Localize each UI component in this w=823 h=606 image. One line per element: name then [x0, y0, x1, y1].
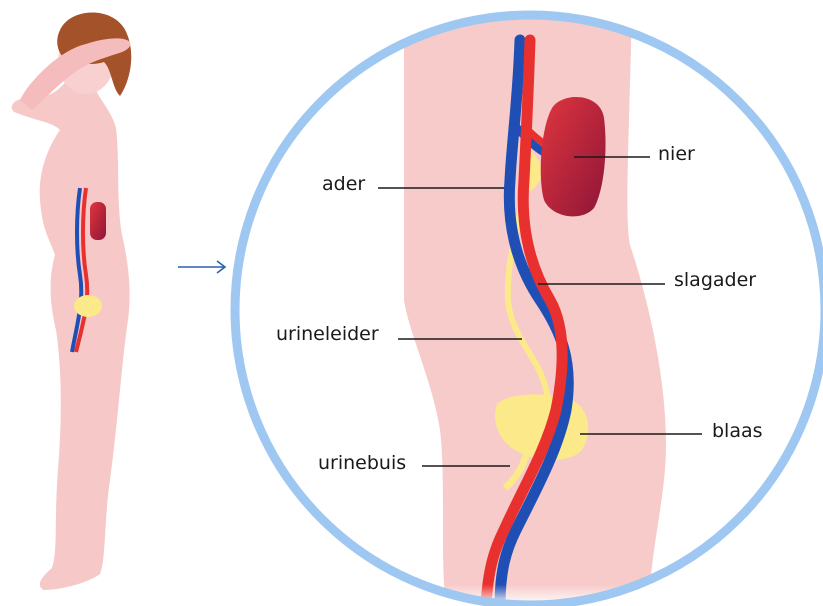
- skin-region: [404, 0, 666, 606]
- body-silhouette: [12, 75, 130, 590]
- label-nier: nier: [658, 143, 695, 165]
- arrow-right-icon: [178, 261, 225, 273]
- label-urinebuis: urinebuis: [318, 452, 406, 474]
- magnified-view: [235, 0, 823, 606]
- woman-figure: [12, 12, 132, 590]
- small-kidney: [90, 202, 106, 240]
- label-ader: ader: [322, 173, 365, 195]
- label-urineleider: urineleider: [276, 323, 379, 345]
- label-blaas: blaas: [712, 420, 763, 442]
- small-bladder: [74, 295, 102, 317]
- label-slagader: slagader: [674, 269, 756, 291]
